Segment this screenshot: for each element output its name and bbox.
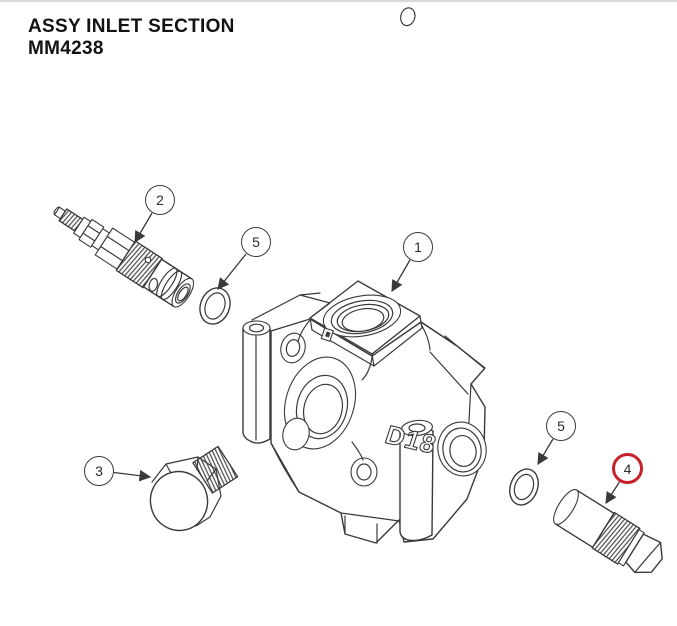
callout-1: 1 [403,232,433,262]
leader-line-5-left [217,253,247,290]
callout-5-right: 5 [546,411,576,441]
leader-lines [113,212,621,504]
leader-line-3 [113,469,152,482]
callout-4-highlighted[interactable]: 4 [612,453,643,484]
leader-line-4 [605,480,621,504]
callout-3: 3 [84,456,114,486]
callout-5-left-number: 5 [252,234,260,250]
part-5-seal-washer-right [509,468,539,506]
part-2-valve-cartridge [53,206,195,308]
callout-2-number: 2 [156,192,164,208]
part-1-valve-body: D18 [242,7,487,544]
assembly-title: ASSY INLET SECTION [28,16,235,37]
callout-5-right-number: 5 [557,418,565,434]
callout-4-number: 4 [623,460,632,477]
callout-5-left: 5 [241,227,271,257]
leader-line-5-right [537,438,554,466]
drawing-title-block: ASSY INLET SECTION MM4238 [28,16,235,60]
part-3-hex-plug [149,445,239,532]
callout-1-number: 1 [414,239,422,255]
part-4-plug[interactable] [549,485,670,582]
leader-line-1 [391,259,411,293]
callout-2: 2 [145,185,175,215]
part-5-seal-washer-left [199,287,231,325]
callout-3-number: 3 [95,463,103,479]
assembly-part-number: MM4238 [28,38,104,59]
leader-line-2 [134,212,153,244]
